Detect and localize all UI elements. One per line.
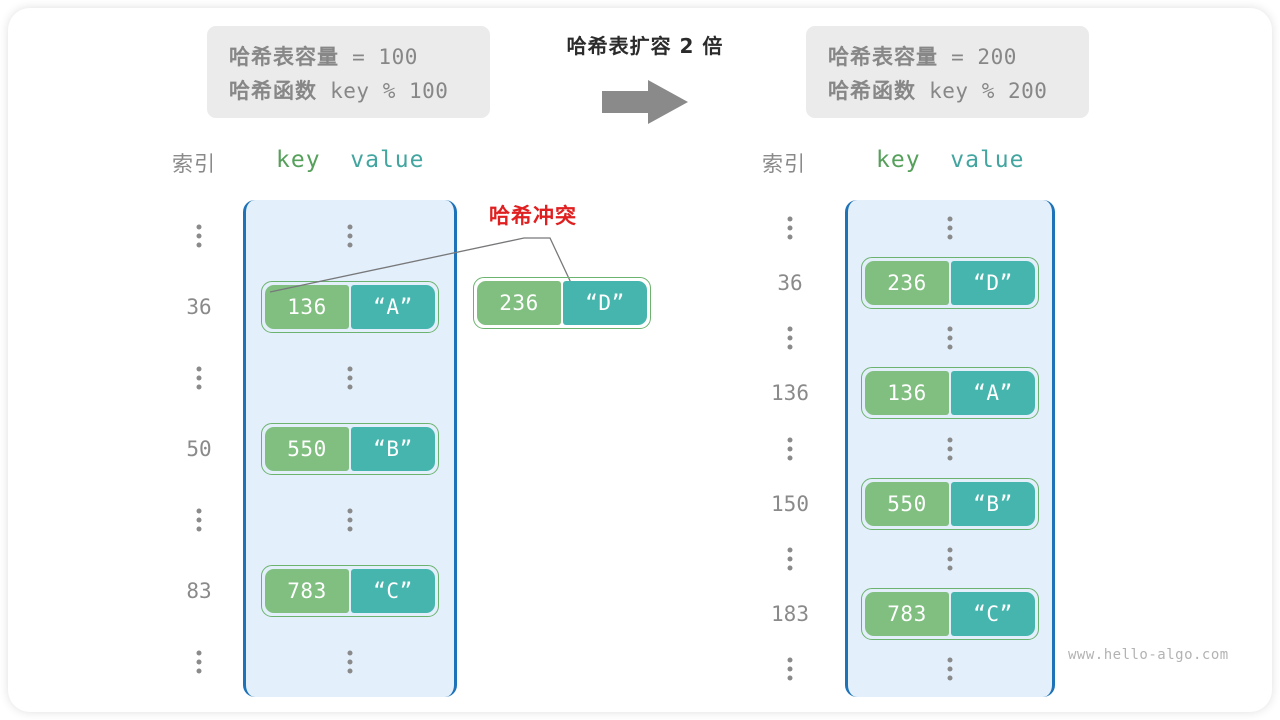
bucket-ellipsis-right: [947, 326, 953, 350]
index-label-left: 83: [186, 578, 212, 603]
index-header-left: 索引: [172, 152, 216, 176]
entry-value-right: “A”: [951, 371, 1035, 416]
bucket-ellipsis-right: [947, 216, 953, 240]
entry-key-left: 550: [265, 426, 349, 471]
entry-value-right: “D”: [951, 260, 1035, 305]
index-header-right: 索引: [762, 152, 806, 176]
index-ellipsis-left: [196, 508, 202, 531]
entry-pair-left[interactable]: 136“A”: [261, 280, 439, 333]
value-header-right: value: [950, 147, 1025, 173]
index-ellipsis-right: [787, 547, 793, 571]
arrow-right-icon: [602, 80, 688, 124]
hash-config-box-after: 哈希表容量 = 200 哈希函数 key % 200: [806, 26, 1089, 118]
index-label-right: 136: [771, 381, 809, 406]
index-ellipsis-right: [787, 657, 793, 681]
index-ellipsis-left: [196, 224, 202, 247]
hash-function-value-before: key % 100: [317, 79, 449, 103]
index-ellipsis-right: [787, 437, 793, 460]
hash-config-box-before: 哈希表容量 = 100 哈希函数 key % 100: [207, 26, 490, 118]
entry-value-left: “A”: [351, 284, 435, 329]
entry-pair-left[interactable]: 550“B”: [261, 422, 439, 475]
index-ellipsis-right: [787, 216, 793, 240]
watermark: www.hello-algo.com: [1068, 647, 1229, 663]
capacity-value-before: = 100: [339, 45, 418, 69]
index-label-right: 36: [777, 270, 803, 295]
index-ellipsis-left: [196, 366, 202, 389]
bucket-ellipsis-left: [347, 650, 353, 673]
entry-key-right: 550: [865, 481, 949, 526]
index-label-right: 150: [771, 491, 809, 516]
key-header-left: key: [276, 147, 321, 173]
entry-value-left: “B”: [351, 426, 435, 471]
index-label-left: 50: [186, 436, 212, 461]
bucket-ellipsis-right: [947, 657, 953, 681]
capacity-label-before: 哈希表容量: [229, 45, 339, 69]
entry-key-left: 136: [265, 284, 349, 329]
value-header-left: value: [350, 147, 425, 173]
hash-function-label-after: 哈希函数: [828, 79, 916, 103]
hash-function-line-after: 哈希函数 key % 200: [828, 74, 1067, 108]
collision-entry-key: 236: [477, 281, 561, 325]
index-ellipsis-left: [196, 650, 202, 673]
entry-key-left: 783: [265, 568, 349, 613]
hash-function-label-before: 哈希函数: [229, 79, 317, 103]
diagram-card: [8, 8, 1272, 712]
bucket-ellipsis-right: [947, 547, 953, 571]
entry-pair-left[interactable]: 783“C”: [261, 564, 439, 617]
bucket-ellipsis-left: [347, 224, 353, 247]
capacity-line-before: 哈希表容量 = 100: [229, 40, 468, 74]
index-label-left: 36: [186, 294, 212, 319]
entry-key-right: 783: [865, 592, 949, 637]
entry-key-right: 236: [865, 260, 949, 305]
collision-entry-pair[interactable]: 236 “D”: [473, 277, 651, 329]
key-value-header-right: key value: [876, 147, 1025, 173]
entry-value-right: “C”: [951, 592, 1035, 637]
entry-value-right: “B”: [951, 481, 1035, 526]
hash-function-value-after: key % 200: [916, 79, 1048, 103]
collision-entry-value: “D”: [563, 281, 647, 325]
capacity-label-after: 哈希表容量: [828, 45, 938, 69]
resize-label: 哈希表扩容 2 倍: [566, 34, 724, 58]
entry-pair-right[interactable]: 136“A”: [861, 367, 1039, 420]
bucket-ellipsis-right: [947, 437, 953, 460]
key-header-right: key: [876, 147, 921, 173]
bucket-ellipsis-left: [347, 366, 353, 389]
capacity-line-after: 哈希表容量 = 200: [828, 40, 1067, 74]
entry-pair-right[interactable]: 236“D”: [861, 256, 1039, 309]
entry-pair-right[interactable]: 783“C”: [861, 588, 1039, 641]
key-value-header-left: key value: [276, 147, 425, 173]
capacity-value-after: = 200: [938, 45, 1017, 69]
entry-pair-right[interactable]: 550“B”: [861, 477, 1039, 530]
entry-value-left: “C”: [351, 568, 435, 613]
hash-function-line-before: 哈希函数 key % 100: [229, 74, 468, 108]
index-label-right: 183: [771, 602, 809, 627]
bucket-ellipsis-left: [347, 508, 353, 531]
collision-label: 哈希冲突: [489, 204, 577, 228]
entry-key-right: 136: [865, 371, 949, 416]
index-ellipsis-right: [787, 326, 793, 350]
